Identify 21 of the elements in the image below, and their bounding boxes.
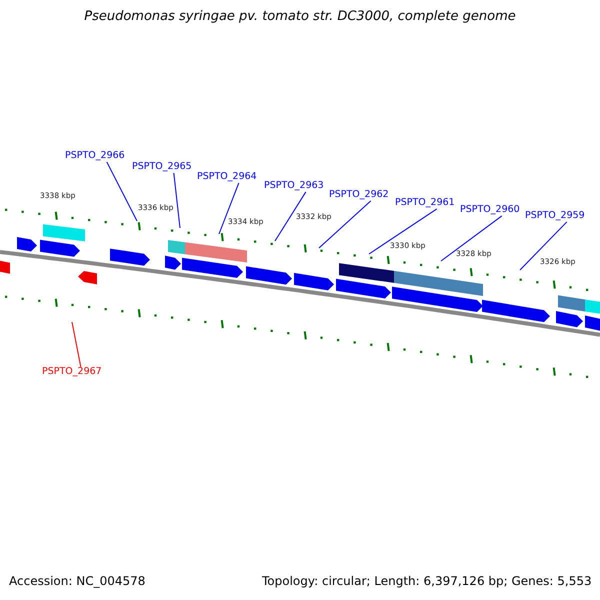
leader-line — [318, 200, 372, 248]
accession-note: Accession: NC_004578 — [9, 575, 146, 589]
diagram-title: Pseudomonas syringae pv. tomato str. DC3000, complete genome — [83, 10, 517, 25]
leader-line — [173, 172, 180, 228]
leader-line — [274, 191, 306, 242]
gene-label: PSPTO_2966 — [65, 151, 125, 162]
gene-label: PSPTO_2965 — [132, 162, 192, 173]
gene-label: PSPTO_2964 — [197, 172, 257, 183]
leader-line — [218, 182, 240, 234]
leader-line — [106, 161, 138, 222]
leader-line — [440, 215, 502, 262]
leader-line — [520, 221, 568, 270]
gene-label: PSPTO_2963 — [264, 181, 324, 192]
leader-line — [72, 322, 82, 368]
genome-summary: Topology: circular; Length: 6,397,126 bp; Genes: 5,553 — [262, 575, 592, 589]
gene-label: PSPTO_2961 — [395, 198, 455, 209]
gene-label: PSPTO_2967 — [42, 367, 102, 378]
leader-line — [368, 208, 438, 254]
gene-label: PSPTO_2960 — [460, 205, 520, 216]
gene-label: PSPTO_2962 — [329, 190, 389, 201]
gene-label: PSPTO_2959 — [525, 211, 585, 222]
